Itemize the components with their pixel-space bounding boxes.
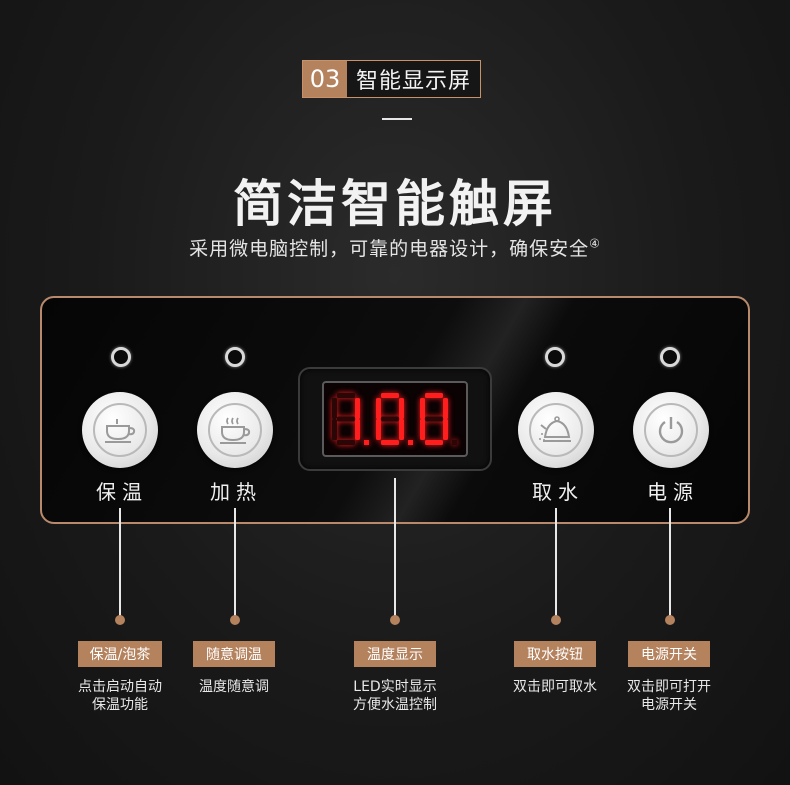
decimal-point <box>364 440 369 445</box>
digit-segment <box>443 398 448 419</box>
digit-segment <box>337 393 355 398</box>
callout-dot <box>390 615 400 625</box>
indicator-light <box>111 347 131 367</box>
digit-segment <box>443 419 448 440</box>
digit-segment <box>425 416 443 422</box>
callout-line <box>234 508 236 618</box>
digit-segment <box>376 398 381 419</box>
indicator-light <box>660 347 680 367</box>
dispense-water-label: 取水 <box>532 480 584 504</box>
heat-button[interactable] <box>197 392 273 468</box>
digit-segment <box>355 398 360 419</box>
digit-segment <box>420 398 425 419</box>
footnote-mark: ④ <box>589 236 601 251</box>
digit-segment <box>355 419 360 440</box>
indicator-light <box>545 347 565 367</box>
indicator-light <box>225 347 245 367</box>
dispense-water-button[interactable] <box>518 392 594 468</box>
callout-line <box>555 508 557 618</box>
teacup-icon <box>105 419 136 443</box>
feature-desc-adjust-temp: 温度随意调 <box>199 679 269 695</box>
feature-tag-power: 电源开关 <box>628 641 710 667</box>
keep-warm-button[interactable] <box>82 392 158 468</box>
callout-dot <box>230 615 240 625</box>
digit-segment <box>399 398 404 419</box>
digit-segment <box>420 419 425 440</box>
callout-line <box>119 508 121 618</box>
callout-line <box>394 478 396 618</box>
feature-desc-temp-display: LED实时显示 方便水温控制 <box>353 679 437 713</box>
digit-segment <box>337 440 355 445</box>
digit-segment <box>332 398 337 419</box>
power-label: 电源 <box>647 480 699 504</box>
digit-segment <box>425 393 443 398</box>
section-badge: 03 智能显示屏 <box>302 60 482 98</box>
temperature-display <box>298 367 492 471</box>
power-button[interactable] <box>633 392 709 468</box>
kettle-icon <box>539 416 571 442</box>
feature-tag-temp-display: 温度显示 <box>354 641 436 667</box>
power-icon <box>658 417 684 444</box>
digit-segment <box>381 440 399 445</box>
heat-label: 加热 <box>210 480 262 504</box>
callout-dot <box>665 615 675 625</box>
digit-segment <box>381 416 399 422</box>
callout-dot <box>115 615 125 625</box>
divider <box>382 118 412 120</box>
steaming-cup-icon <box>220 417 251 444</box>
subline: 采用微电脑控制，可靠的电器设计，确保安全④ <box>0 234 790 261</box>
digit-segment <box>332 419 337 440</box>
keep-warm-label: 保温 <box>96 480 148 504</box>
digit-segment <box>376 419 381 440</box>
feature-desc-keep-warm: 点击启动自动 保温功能 <box>78 679 162 713</box>
feature-desc-power: 双击即可打开 电源开关 <box>627 679 711 713</box>
headline: 简洁智能触屏 <box>233 175 557 233</box>
digit-segment <box>425 440 443 445</box>
digit-segment <box>381 393 399 398</box>
decimal-point <box>408 440 413 445</box>
digit-segment <box>399 419 404 440</box>
led-digits <box>332 393 457 445</box>
digit-segment <box>337 416 355 422</box>
callout-dot <box>551 615 561 625</box>
callout-line <box>669 508 671 618</box>
section-title: 智能显示屏 <box>347 61 481 97</box>
feature-desc-dispense: 双击即可取水 <box>513 679 597 695</box>
decimal-point <box>452 440 457 445</box>
feature-tag-keep-warm: 保温/泡茶 <box>78 641 162 667</box>
section-number: 03 <box>303 61 347 97</box>
subline-text: 采用微电脑控制，可靠的电器设计，确保安全 <box>189 238 590 260</box>
feature-tag-adjust-temp: 随意调温 <box>193 641 275 667</box>
feature-tag-dispense: 取水按钮 <box>514 641 596 667</box>
